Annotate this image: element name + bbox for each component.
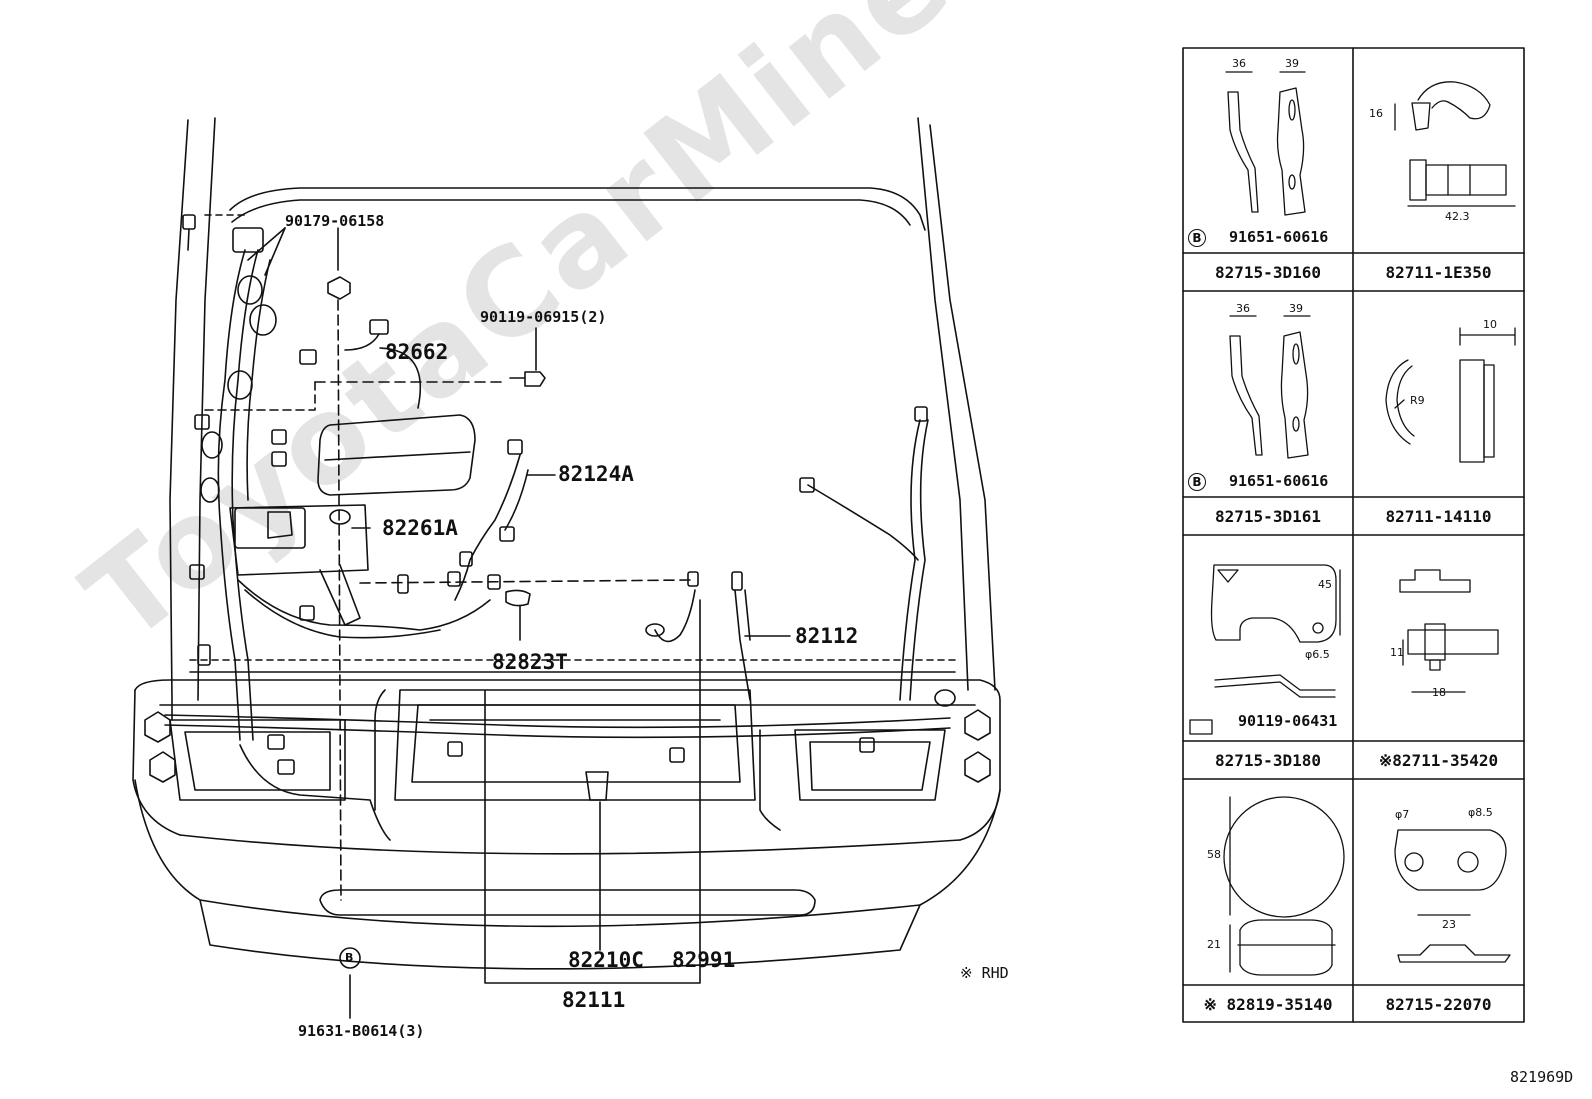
dim-10: 10 xyxy=(1483,318,1497,331)
sub-part-90119-06431: 90119-06431 xyxy=(1238,712,1338,730)
wire-harness xyxy=(164,214,956,841)
dim-39-b: 39 xyxy=(1289,302,1303,315)
label-90179-06158: 90179-06158 xyxy=(285,212,385,230)
part-82711-35420: ※82711-35420 xyxy=(1378,751,1499,770)
b-marker-label: B xyxy=(345,951,354,964)
dim-11: 11 xyxy=(1390,646,1404,659)
diagram-id: 821969D xyxy=(1510,1068,1574,1086)
dim-18: 18 xyxy=(1432,686,1446,699)
label-82111: 82111 xyxy=(562,988,626,1012)
sub-part-91651-b-text: 91651-60616 xyxy=(1229,472,1329,490)
part-82711-14110: 82711-14110 xyxy=(1385,507,1492,526)
label-82662: 82662 xyxy=(385,340,449,364)
part-82715-22070: 82715-22070 xyxy=(1385,995,1492,1014)
leader-lines xyxy=(204,214,791,1019)
label-91631-B0614: 91631-B0614(3) xyxy=(298,1022,425,1040)
rhd-note: ※ RHD xyxy=(960,964,1009,982)
part-82715-3D160: 82715-3D160 xyxy=(1215,263,1321,282)
label-82261A: 82261A xyxy=(382,516,458,540)
components xyxy=(229,276,609,801)
table-illustrations xyxy=(1189,71,1516,976)
label-82823T: 82823T xyxy=(492,650,568,674)
dim-23: 23 xyxy=(1442,918,1456,931)
label-82991: 82991 xyxy=(672,948,736,972)
dim-16: 16 xyxy=(1369,107,1383,120)
dim-39-a: 39 xyxy=(1285,57,1299,70)
part-82711-1E350: 82711-1E350 xyxy=(1385,263,1492,282)
dim-phi-7: φ7 xyxy=(1395,808,1410,821)
b-marker-icon: B xyxy=(1188,472,1206,491)
body-outline xyxy=(132,117,1001,970)
sub-part-91651-b: B 91651-60616 xyxy=(1188,472,1328,491)
dim-phi-8-5: φ8.5 xyxy=(1468,806,1493,819)
part-82715-3D180: 82715-3D180 xyxy=(1215,751,1321,770)
dim-phi-6-5: φ6.5 xyxy=(1305,648,1330,661)
dim-r9: R9 xyxy=(1410,394,1425,407)
b-marker-circle xyxy=(339,947,361,969)
part-82819-35140: ※ 82819-35140 xyxy=(1203,995,1333,1014)
dim-36-b: 36 xyxy=(1236,302,1250,315)
dim-21: 21 xyxy=(1207,938,1221,951)
label-90119-06915: 90119-06915(2) xyxy=(480,308,607,326)
label-82124A: 82124A xyxy=(558,462,634,486)
label-82112: 82112 xyxy=(795,624,859,648)
dim-42-3: 42.3 xyxy=(1445,210,1470,223)
dim-36-a: 36 xyxy=(1232,57,1246,70)
part-82715-3D161: 82715-3D161 xyxy=(1215,507,1321,526)
sub-part-91651-a-text: 91651-60616 xyxy=(1229,228,1329,246)
b-marker-icon: B xyxy=(1188,228,1206,247)
label-82210C: 82210C xyxy=(568,948,644,972)
dim-58: 58 xyxy=(1207,848,1221,861)
parts-table-grid xyxy=(1182,47,1525,1023)
dim-45: 45 xyxy=(1318,578,1332,591)
sub-part-91651-a: B 91651-60616 xyxy=(1188,228,1328,247)
